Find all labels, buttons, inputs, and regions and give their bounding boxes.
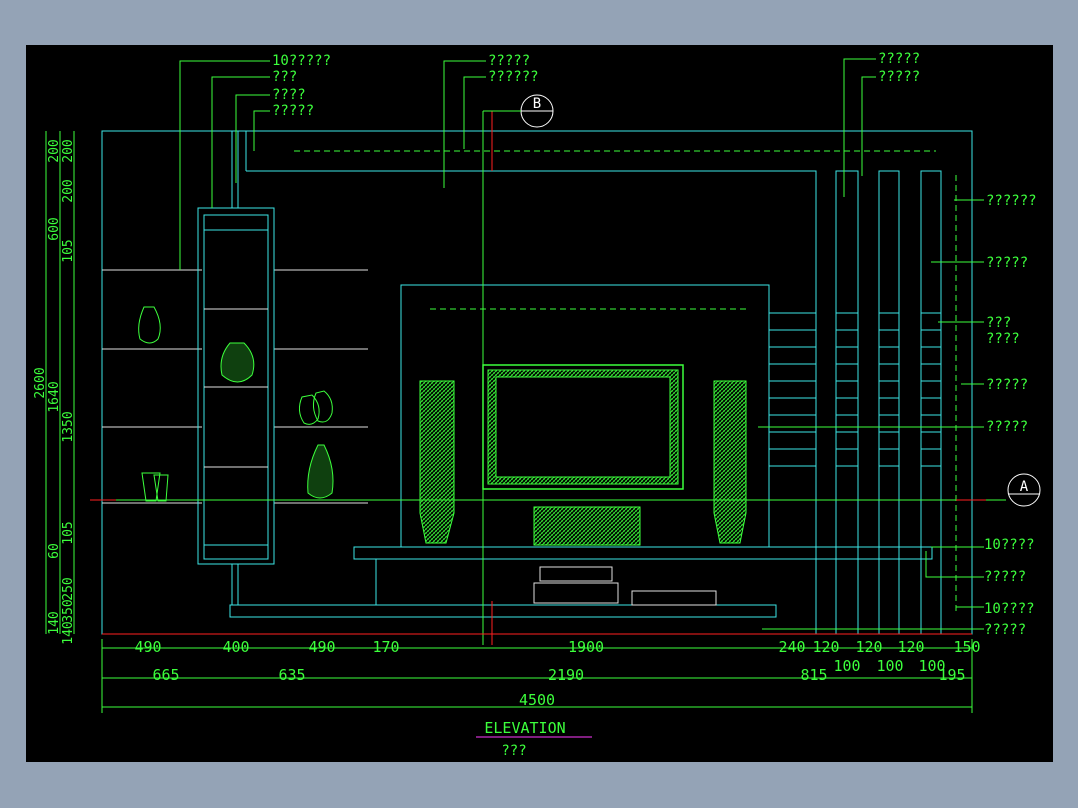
tv-console: [229, 546, 933, 618]
callout-label: 10????: [984, 537, 1035, 553]
dimension-label: 100: [918, 657, 945, 675]
dimension-label: 105: [61, 239, 76, 262]
dimension-label: 150: [953, 638, 980, 656]
callout-label: ??????: [488, 69, 539, 85]
callout-label: 10????: [984, 601, 1035, 617]
dimension-label: 200: [47, 139, 62, 162]
dimension-label: 140: [61, 621, 76, 644]
callout-label: ?????: [984, 622, 1026, 638]
dimension-label: 240: [778, 638, 805, 656]
callout-label: ?????: [986, 419, 1028, 435]
dimension-label: 120: [897, 638, 924, 656]
callout-label: ???: [272, 69, 297, 85]
callout-label: ?????: [878, 69, 920, 85]
dimension-label: 815: [800, 666, 827, 684]
dimension-label: 250: [61, 577, 76, 600]
dimension-label: 2190: [548, 666, 584, 684]
slat-lines: [769, 312, 941, 467]
section-label-a: A: [1020, 479, 1029, 495]
dimension-label: 100: [833, 657, 860, 675]
dimension-label: 1350: [61, 411, 76, 442]
right-slat-panels: [769, 170, 957, 635]
dimension-label: 490: [308, 638, 335, 656]
dimension-label: 1900: [568, 638, 604, 656]
dimension-label: 1640: [47, 381, 62, 412]
callout-label: ?????: [878, 51, 920, 67]
elevation-drawing: B A 10????????????????????: [33, 51, 1041, 759]
dimension-label: 600: [47, 217, 62, 240]
dimension-label: 195: [938, 666, 965, 684]
dimension-lines: [45, 131, 973, 713]
callout-label: ?????: [488, 53, 530, 69]
dimension-label: 400: [222, 638, 249, 656]
dimension-label: 350: [61, 599, 76, 622]
dimension-label: 140: [47, 611, 62, 634]
dimension-label: 120: [855, 638, 882, 656]
callout-label: 10?????: [272, 53, 331, 69]
dimension-label: 635: [278, 666, 305, 684]
dimension-label: 200: [61, 139, 76, 162]
callout-label: ????: [272, 87, 306, 103]
dimension-label: 490: [134, 638, 161, 656]
drawing-title: ELEVATION: [484, 719, 565, 737]
dimension-label: 2600: [33, 367, 48, 398]
callout-label: ?????: [984, 569, 1026, 585]
dimension-label: 100: [876, 657, 903, 675]
drawing-subtitle: ???: [501, 743, 526, 759]
dimension-label: 120: [812, 638, 839, 656]
section-marker-a: A: [1007, 473, 1041, 507]
callout-label: ?????: [986, 377, 1028, 393]
tv-screen: [482, 364, 684, 490]
callout-label: ???: [986, 315, 1011, 331]
dimension-label: 200: [61, 179, 76, 202]
left-shelf-unit: [102, 131, 368, 605]
dimension-label: 105: [61, 521, 76, 544]
dimension-label: 60: [47, 543, 62, 559]
callout-label: ????: [986, 331, 1020, 347]
speakers: [419, 380, 747, 546]
callout-label: ?????: [272, 103, 314, 119]
dimension-label: 4500: [519, 691, 555, 709]
vase-icons: [138, 306, 334, 502]
callout-label: ??????: [986, 193, 1037, 209]
centerlines: [90, 111, 1006, 645]
annotation-labels: 10??????????????????????????????????????…: [33, 51, 1037, 709]
leader-lines: [179, 58, 984, 630]
section-label-b: B: [533, 96, 541, 112]
dimension-label: 170: [372, 638, 399, 656]
section-marker-b: B: [483, 94, 554, 128]
cad-viewport[interactable]: B A 10????????????????????: [26, 45, 1053, 762]
callout-label: ?????: [986, 255, 1028, 271]
dimension-label: 665: [152, 666, 179, 684]
